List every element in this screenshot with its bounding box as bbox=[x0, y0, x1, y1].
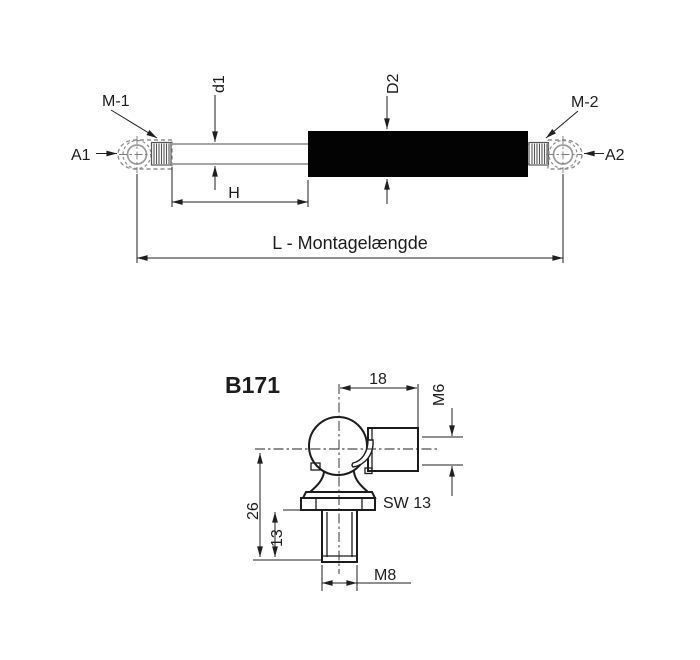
stud-body bbox=[321, 509, 358, 563]
m8-extension-lines bbox=[321, 565, 358, 591]
label-sw13: SW 13 bbox=[383, 495, 431, 512]
label-h: H bbox=[228, 185, 240, 202]
dimension-18: 18 bbox=[339, 371, 419, 427]
dimension-l: L - Montagelængde bbox=[136, 174, 564, 263]
label-a2: A2 bbox=[605, 147, 625, 164]
m2-leader bbox=[545, 110, 579, 139]
gas-spring-drawing: A1 M-1 M-2 A2 d1 D2 bbox=[71, 73, 625, 263]
label-d1: d1 bbox=[211, 75, 228, 93]
label-26: 26 bbox=[245, 502, 262, 520]
hex-nut-body bbox=[300, 497, 376, 511]
dimension-d1: d1 bbox=[211, 75, 228, 190]
retaining-clip bbox=[351, 439, 374, 468]
ball-joint-title: B171 bbox=[225, 372, 280, 398]
stud-thread-lines bbox=[326, 512, 353, 557]
right-eyelet-crosshair bbox=[546, 136, 582, 173]
dimension-h: H bbox=[171, 167, 309, 207]
clip-end-left bbox=[310, 462, 321, 471]
dimension-13: 13 bbox=[269, 509, 332, 558]
clip-end-right bbox=[364, 467, 373, 475]
label-18: 18 bbox=[369, 371, 387, 388]
right-eyelet-outline bbox=[547, 139, 583, 170]
m1-leader bbox=[110, 109, 158, 139]
m6-extension-lines bbox=[422, 436, 463, 466]
dimension-26: 26 bbox=[245, 452, 322, 561]
label-l: L - Montagelængde bbox=[272, 233, 427, 253]
threaded-stud bbox=[321, 509, 358, 563]
label-a1: A1 bbox=[71, 147, 91, 164]
l-extension-lines bbox=[136, 174, 564, 263]
hex-nut bbox=[300, 497, 376, 511]
left-thread-stub bbox=[150, 141, 172, 166]
left-eyelet-crosshair bbox=[119, 136, 157, 173]
label-m8: M8 bbox=[374, 567, 396, 584]
hex-nut-facets bbox=[315, 498, 363, 510]
ball-joint-drawing: B171 18 bbox=[225, 371, 463, 591]
dimension-m6: M6 bbox=[422, 384, 463, 496]
label-13: 13 bbox=[269, 529, 286, 547]
label-m6: M6 bbox=[431, 384, 448, 406]
label-d2: D2 bbox=[385, 73, 402, 94]
socket-cylinder bbox=[367, 427, 419, 472]
dimension-d2: D2 bbox=[384, 73, 402, 204]
callout-a2: A2 bbox=[583, 147, 625, 164]
right-thread-stub bbox=[528, 141, 550, 166]
label-m2: M-2 bbox=[571, 94, 599, 111]
dimension-m8: M8 bbox=[321, 565, 411, 591]
label-m1: M-1 bbox=[102, 93, 130, 110]
callout-m2: M-2 bbox=[545, 94, 599, 139]
piston-rod bbox=[171, 143, 308, 165]
left-eyelet-outline bbox=[117, 139, 173, 170]
right-eyelet-fitting bbox=[546, 136, 583, 173]
callout-a1: A1 bbox=[71, 147, 118, 164]
right-thread-hatch bbox=[531, 143, 548, 164]
pressure-tube bbox=[308, 131, 528, 177]
callout-m1: M-1 bbox=[102, 93, 158, 139]
h-extension-lines bbox=[171, 167, 309, 207]
left-thread-hatch bbox=[153, 143, 170, 164]
